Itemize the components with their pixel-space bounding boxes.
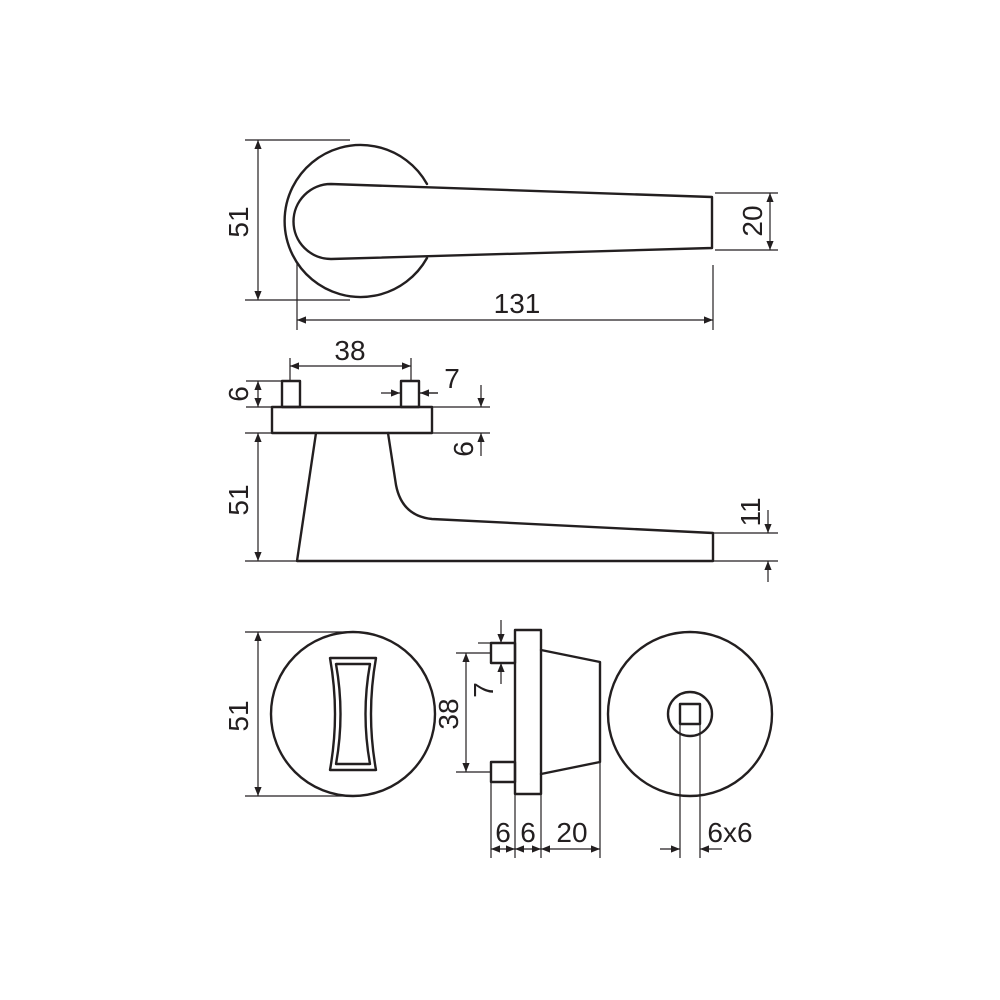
lever-outline (292, 182, 714, 261)
lever-side-profile (295, 431, 715, 563)
thumb-turn-outer (328, 656, 378, 772)
rose-outline (283, 143, 429, 299)
escutcheon-side-view: 7 38 6 6 20 (433, 620, 602, 858)
dim-pin-width: 7 (444, 363, 460, 394)
dim-rose-diameter: 51 (223, 206, 254, 237)
dim-escutcheon-diameter: 51 (223, 700, 254, 731)
escutcheon-front-view: 51 (223, 630, 437, 798)
fixing-pin-upper (489, 641, 517, 665)
escutcheon-back-view: 6x6 (606, 630, 774, 858)
thumb-turn-inner (334, 662, 372, 766)
escutcheon-rose (269, 630, 437, 798)
dim-escutcheon-pin-spacing: 38 (433, 698, 464, 729)
fixing-pin-left (280, 379, 302, 409)
square-spindle-hole (678, 702, 702, 726)
dim-pin-height: 6 (223, 386, 254, 402)
dim-rose-height: 51 (223, 484, 254, 515)
escutcheon-back-rose (606, 630, 774, 798)
dim-handle-end-thickness: 11 (735, 497, 766, 526)
dim-escutcheon-plate-thickness: 6 (520, 817, 536, 848)
dim-plate-thickness: 6 (448, 441, 479, 457)
dim-pin-spacing: 38 (334, 335, 365, 366)
escutcheon-body (539, 648, 602, 776)
dim-escutcheon-pin-length: 6 (495, 817, 511, 848)
top-view: 51 20 131 (223, 139, 778, 330)
base-plate (270, 405, 434, 435)
dim-overall-length: 131 (494, 288, 541, 319)
side-view: 38 7 6 6 51 11 (223, 335, 778, 582)
dim-escutcheon-pin-width: 7 (468, 682, 499, 698)
escutcheon-plate (513, 628, 543, 796)
fixing-pin-right (399, 379, 421, 409)
dim-escutcheon-body-depth: 20 (556, 817, 587, 848)
spindle-boss (666, 690, 714, 738)
dim-handle-end-height: 20 (737, 205, 768, 236)
dim-square-spindle: 6x6 (707, 817, 752, 848)
fixing-pin-lower (489, 760, 517, 784)
